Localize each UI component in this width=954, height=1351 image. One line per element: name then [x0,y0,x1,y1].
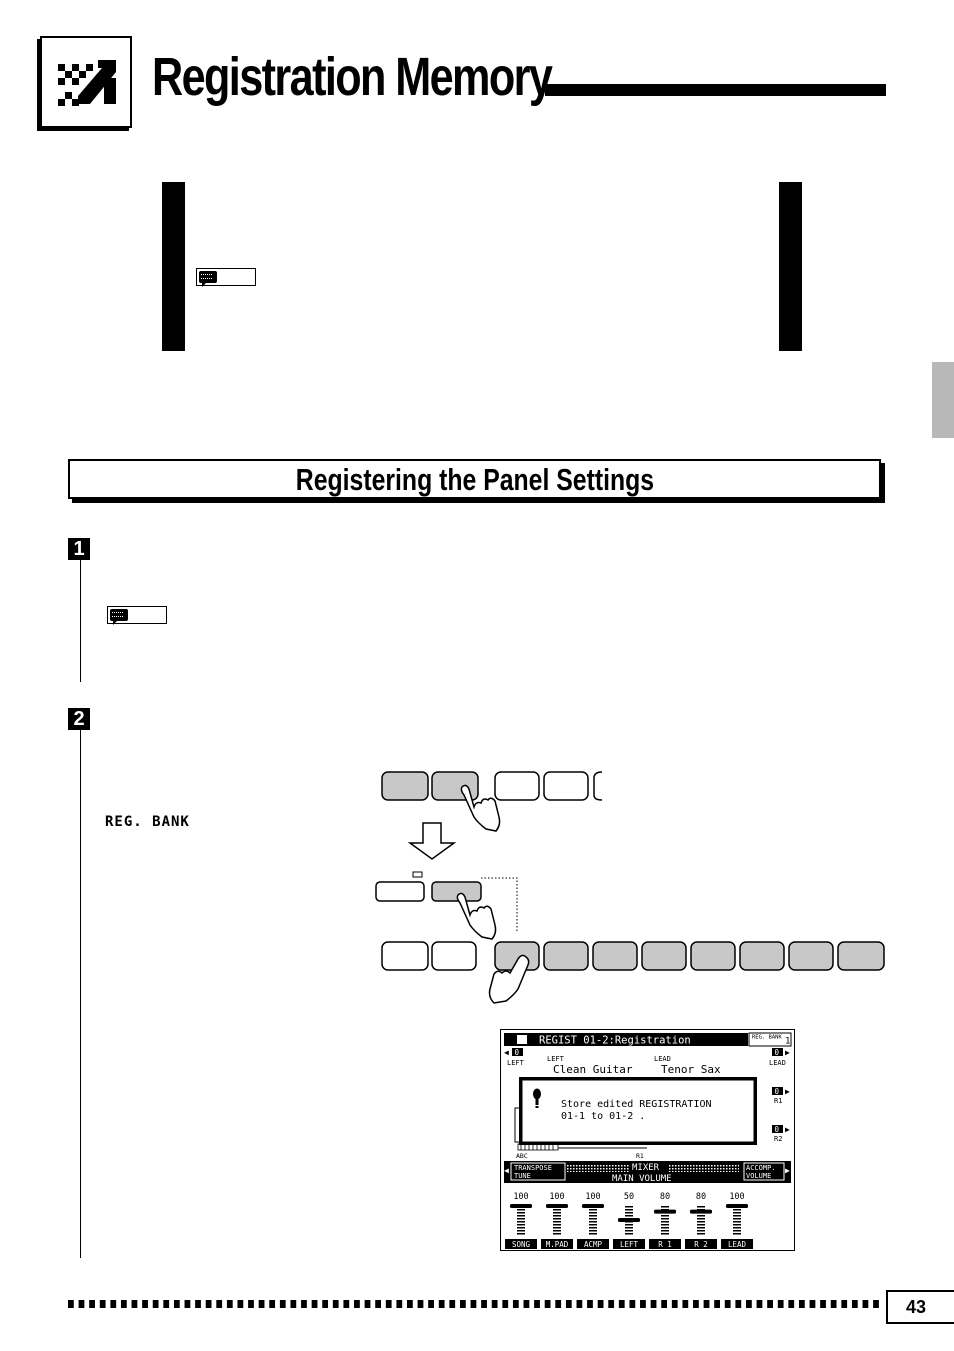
mixer-slider-knob[interactable] [546,1204,568,1208]
intro-right-bar [779,182,802,351]
lcd-right-value: 0 [775,1125,780,1134]
mixer-slider-knob[interactable] [726,1204,748,1208]
registration-button-2[interactable] [543,941,589,971]
step-2-number: 2 [68,708,90,730]
tab-volume[interactable]: VOLUME [746,1172,771,1180]
registration-button-6[interactable] [739,941,785,971]
lcd-left-side-label: LEFT [507,1059,525,1067]
lcd-header-title: REGIST 01-2:Registration [539,1035,691,1047]
tab-transpose[interactable]: TRANSPOSE [514,1164,552,1172]
mixer-value: 50 [624,1192,634,1202]
mixer-slider-knob[interactable] [690,1209,712,1214]
reg-bank-button-1[interactable] [381,771,429,801]
message-line-2: 01-1 to 01-2 . [561,1111,645,1122]
mixer-slider-knob[interactable] [510,1204,532,1208]
intro-left-bar [162,182,185,351]
memory-button[interactable] [375,881,425,902]
registration-button-4[interactable] [641,941,687,971]
mixer-channel-label[interactable]: LEAD [728,1240,747,1249]
tab-tune[interactable]: TUNE [514,1172,531,1180]
lcd-keyboard-label: R1 [636,1152,644,1160]
mixer-slider-knob[interactable] [582,1204,604,1208]
section-heading: Registering the Panel Settings [68,459,881,499]
mixer-value: 80 [696,1192,706,1202]
lcd-left-part-label: LEFT [547,1055,565,1063]
registration-button-5[interactable] [690,941,736,971]
registration-button-row [381,941,885,971]
section-title: Registering the Panel Settings [295,462,654,497]
lcd-right-label: R1 [774,1097,782,1105]
mixer-channel-label[interactable]: M.PAD [546,1240,569,1249]
tab-main-volume[interactable]: MAIN VOLUME [612,1174,672,1184]
lcd-keyboard-label: ABC [516,1152,528,1160]
panel-button[interactable] [381,941,429,971]
mixer-channel-label[interactable]: R 1 [658,1240,672,1249]
lcd-right-value: 0 [775,1087,780,1096]
registration-icon [40,36,132,128]
mixer-channel-label[interactable]: SONG [512,1240,531,1249]
lcd-bank-label: REG. BANK [752,1035,782,1041]
tab-right-arrow-icon: ▶ [785,1166,790,1175]
page-number-box: 43 [886,1290,954,1324]
tab-mixer[interactable]: MIXER [632,1163,660,1173]
step-2-rule [80,730,81,1258]
mixer-value: 100 [549,1192,564,1202]
left-arrow-icon: ◀ [504,1048,509,1057]
reg-bank-button-row [381,771,603,801]
alert-icon [533,1088,541,1108]
tab-accomp[interactable]: ACCOMP. [746,1164,776,1172]
lcd-right-value: 0 [775,1048,780,1057]
reg-bank-label: REG. BANK [105,814,190,830]
footer-dotted-rule [68,1300,880,1308]
mixer-value: 100 [729,1192,744,1202]
right-arrow-icon: ▶ [785,1048,790,1057]
panel-button-partial [593,771,603,801]
lcd-lead-voice: Tenor Sax [661,1063,721,1076]
mixer-channel-label[interactable]: ACMP [584,1240,603,1249]
lcd-bank-value: 1 [785,1037,790,1047]
note-icon [196,268,256,287]
mixer-value: 80 [660,1192,670,1202]
lcd-display: REGIST 01-2:Registration REG. BANK 1 ◀ 0… [500,1029,795,1251]
mixer-channel-label[interactable]: R 2 [694,1240,708,1249]
mixer-slider-knob[interactable] [654,1209,676,1214]
lcd-right-label: R2 [774,1135,782,1143]
registration-small-icon [517,1035,527,1044]
mixer-channel-label[interactable]: LEFT [620,1240,639,1249]
lcd-lead-part-label: LEAD [654,1055,671,1063]
registration-button-7[interactable] [788,941,834,971]
page-title: Registration Memory [152,47,553,107]
panel-button[interactable] [431,941,477,971]
indicator-led [412,871,423,878]
mixer-value: 100 [585,1192,600,1202]
panel-button[interactable] [543,771,589,801]
mixer-slider-knob[interactable] [618,1218,640,1222]
hand-pressing-icon [456,892,497,940]
registration-button-3[interactable] [592,941,638,971]
step-1-number: 1 [68,538,90,560]
page-number: 43 [905,1297,927,1317]
memory-button-pressed[interactable] [431,881,482,902]
hand-pressing-icon [460,784,501,832]
lcd-left-voice: Clean Guitar [553,1063,633,1076]
message-dialog: Store edited REGISTRATION 01-1 to 01-2 . [514,1077,757,1145]
right-arrow-icon: ▶ [785,1125,790,1134]
lcd-right-label: LEAD [769,1059,786,1067]
hand-pressing-icon [488,954,530,1004]
lcd-left-side-value: 0 [515,1048,520,1057]
title-rule [545,84,886,96]
panel-button[interactable] [494,771,540,801]
note-icon [107,606,167,625]
chapter-side-tab [932,362,954,438]
registration-button-8[interactable] [837,941,885,971]
message-line-1: Store edited REGISTRATION [561,1099,712,1110]
step-1-rule [80,560,81,682]
tab-left-arrow-icon: ◀ [504,1166,509,1175]
mixer-value: 100 [513,1192,528,1202]
down-arrow-icon [407,822,457,860]
panel-illustration [375,771,885,1004]
connector-dotted-line [481,877,518,931]
right-arrow-icon: ▶ [785,1087,790,1096]
